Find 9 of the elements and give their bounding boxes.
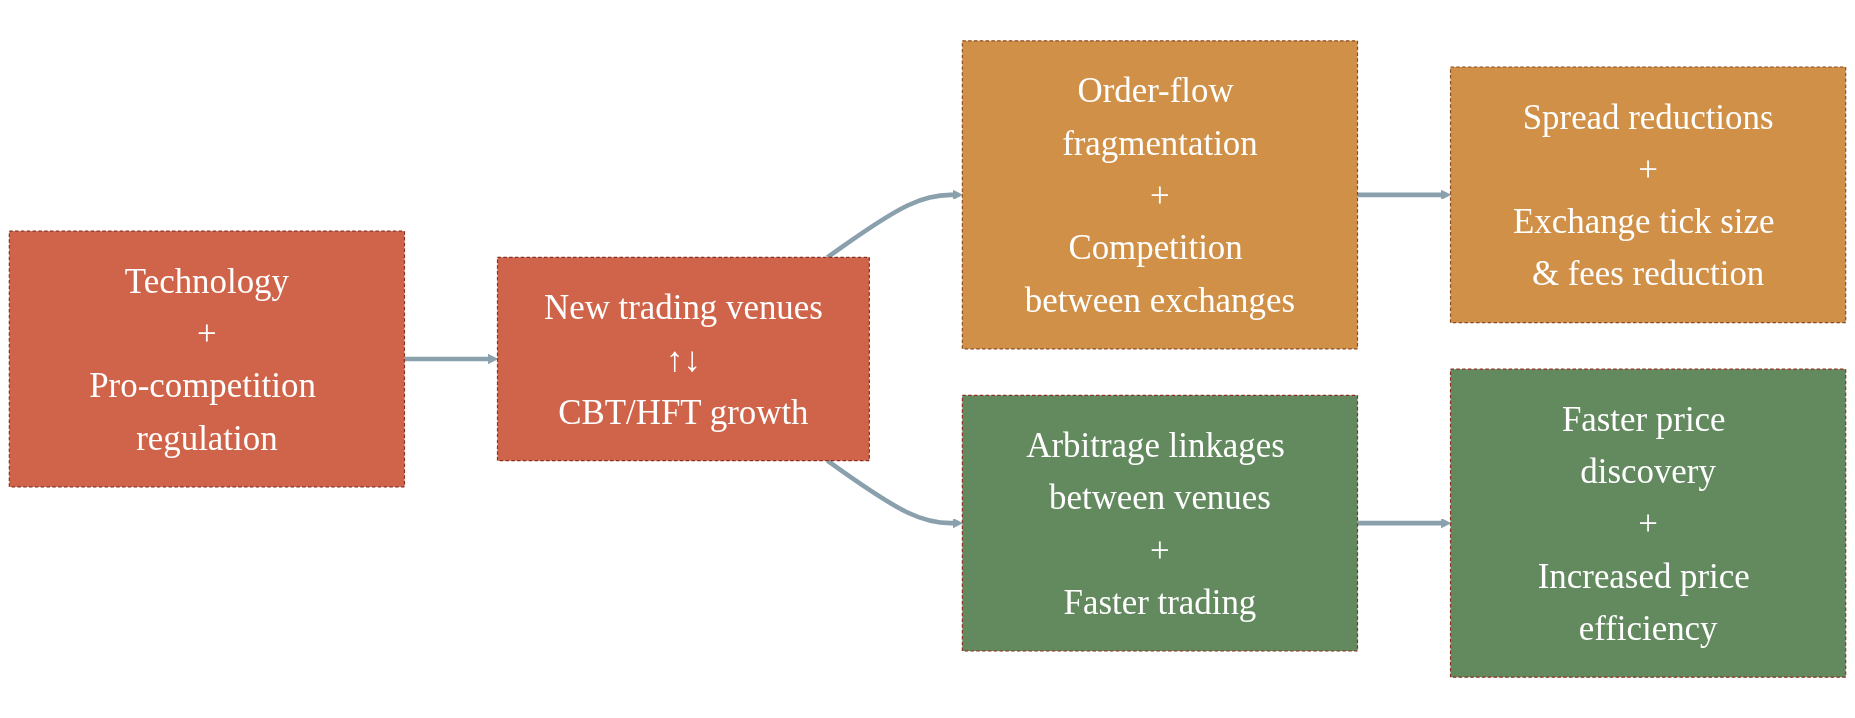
arrow bbox=[404, 353, 498, 365]
node-box: Order-flow fragmentation + Competition between exchanges bbox=[961, 40, 1359, 350]
node-box: Technology + Pro-competition regulation bbox=[8, 230, 406, 488]
node-box: New trading venues ↑↓ CBT/HFT growth bbox=[496, 256, 870, 462]
node-box: Spread reductions + Exchange tick size & fees reduction bbox=[1449, 66, 1847, 324]
arrow bbox=[1357, 518, 1451, 529]
arrow bbox=[1357, 189, 1451, 200]
node-box: Arbitrage linkages between venues + Faster trading bbox=[961, 394, 1359, 652]
node-box: Faster price discovery + Increased price efficiency bbox=[1449, 368, 1847, 678]
